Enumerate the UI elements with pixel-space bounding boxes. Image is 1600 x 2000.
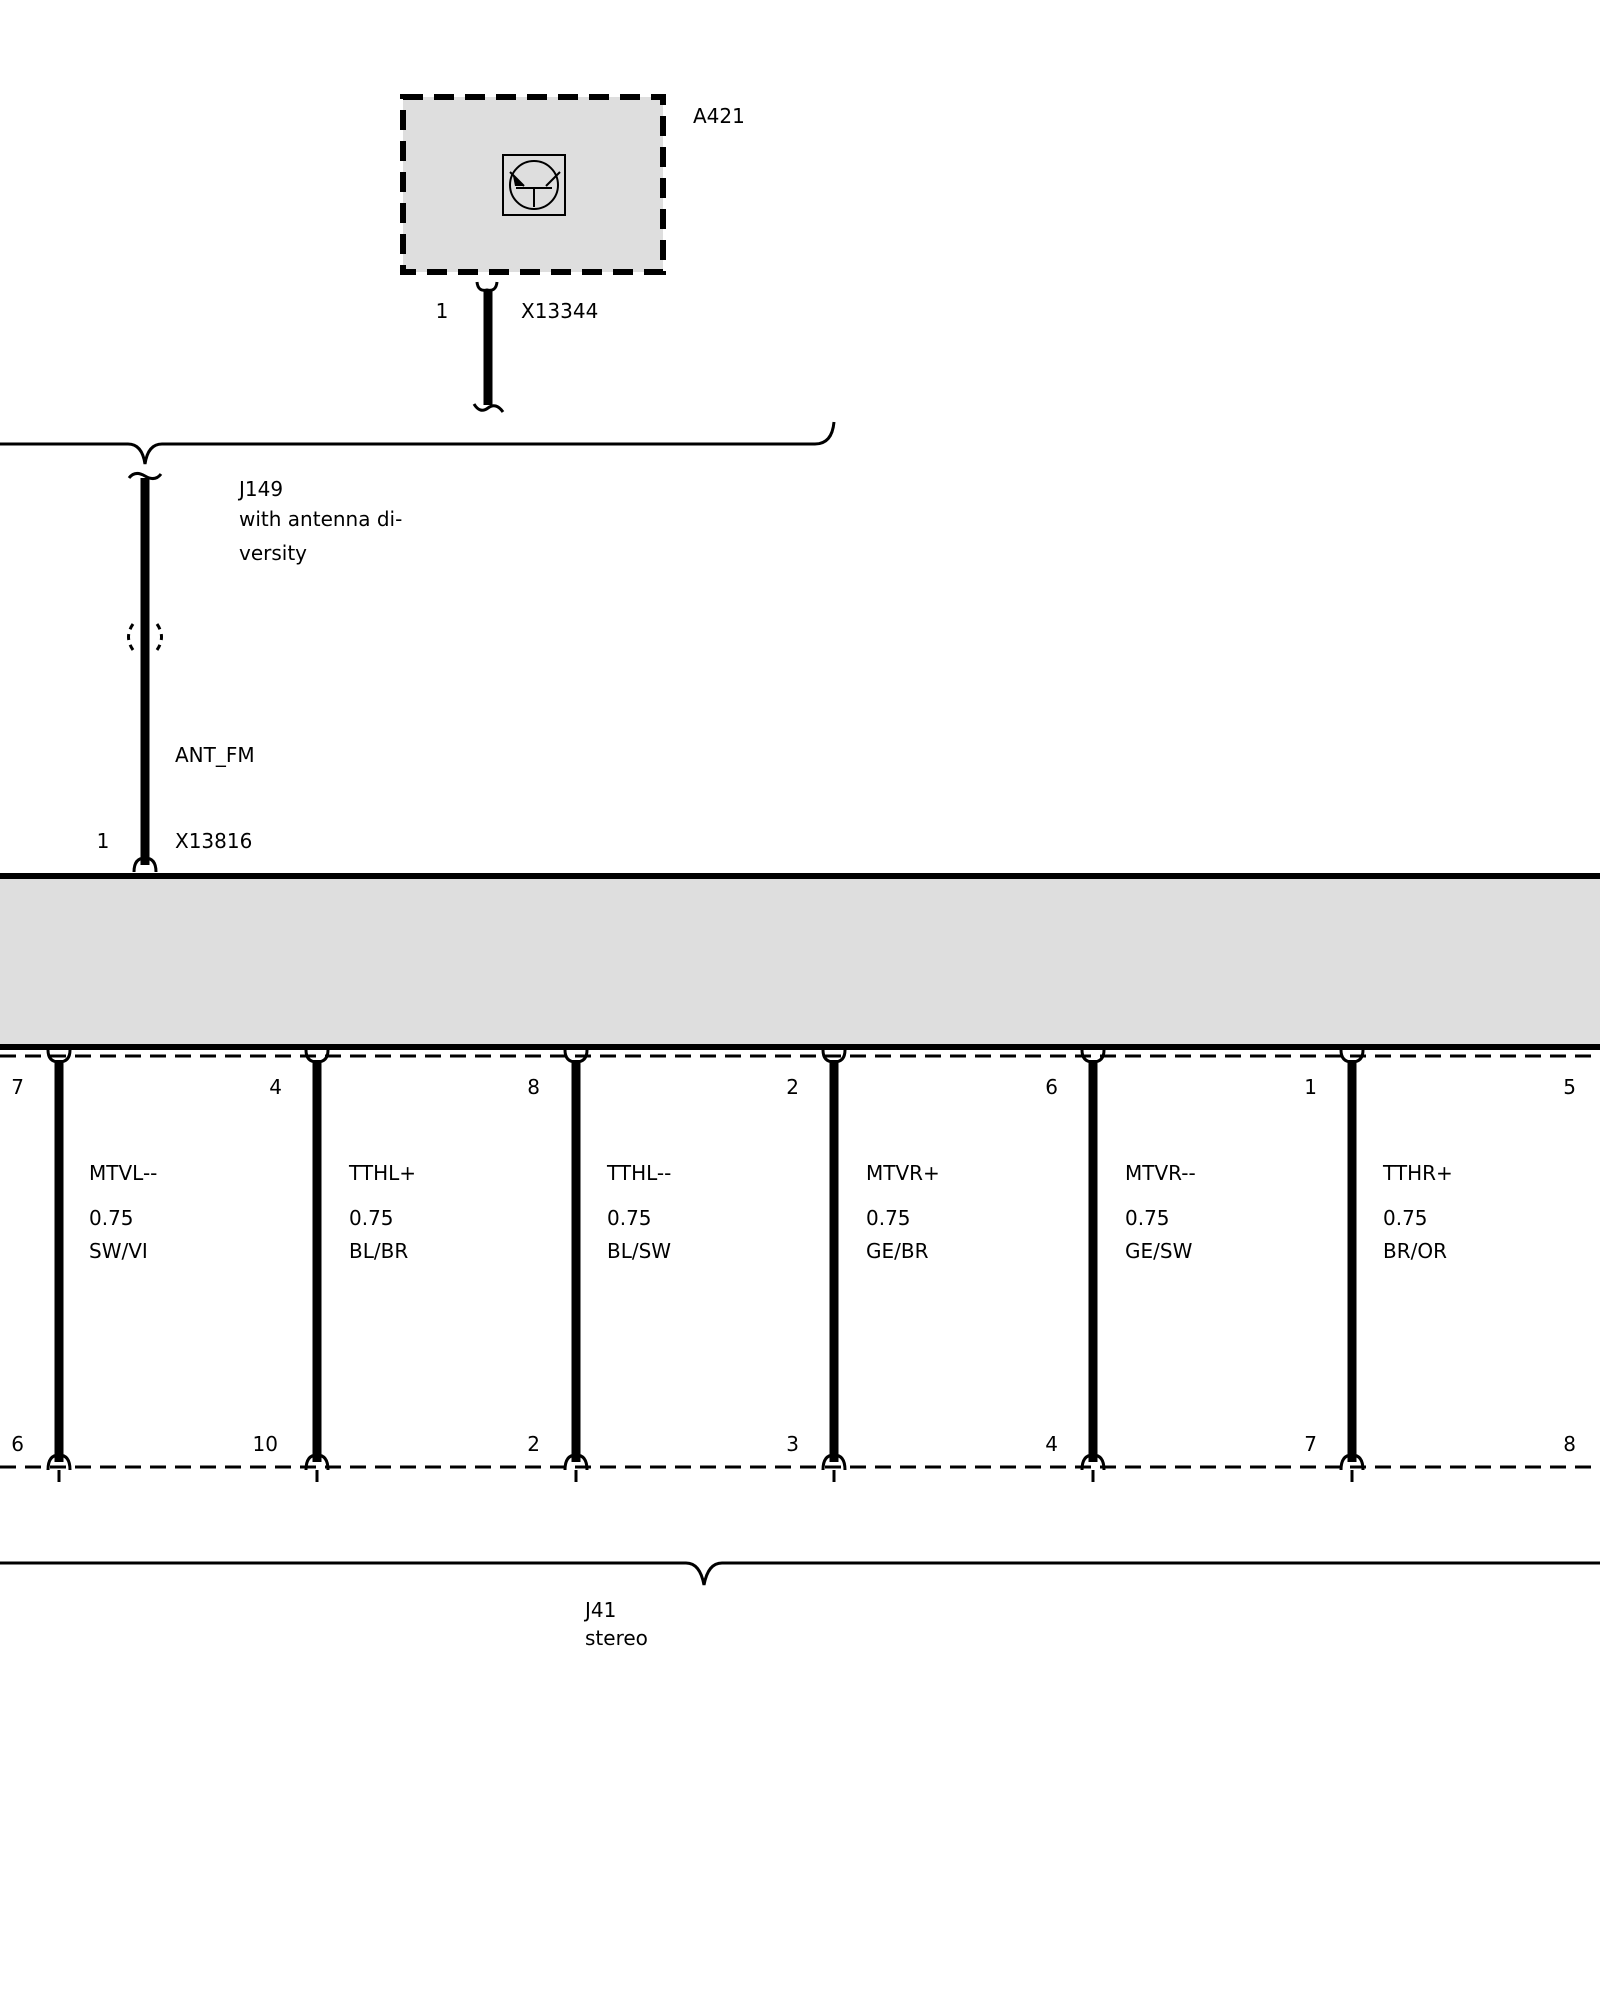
top-pin-label: 2: [786, 1075, 799, 1099]
gauge-label: 0.75: [607, 1206, 652, 1230]
signal-label: MTVR+: [866, 1161, 940, 1185]
pin-label: 1: [97, 829, 110, 853]
bottom-pin-label: 3: [786, 1432, 799, 1456]
gauge-label: 0.75: [1125, 1206, 1170, 1230]
signal-label: TTHL--: [606, 1161, 671, 1185]
color-label: GE/BR: [866, 1239, 929, 1263]
connector-x13344[interactable]: 1 X13344: [436, 281, 599, 413]
top-pin-label: 5: [1563, 1075, 1576, 1099]
variant-id-label: J41: [583, 1598, 616, 1622]
wire-1[interactable]: 4 10 TTHL+ 0.75 BL/BR: [253, 1049, 416, 1482]
signal-label: ANT_FM: [175, 743, 255, 767]
top-pin-label: 1: [1304, 1075, 1317, 1099]
pin-label: 1: [436, 299, 449, 323]
color-label: BR/OR: [1383, 1239, 1447, 1263]
gauge-label: 0.75: [1383, 1206, 1428, 1230]
wire-6-partial: 5 8: [1563, 1075, 1576, 1456]
antenna-module[interactable]: A421: [400, 94, 745, 275]
transistor-icon: [502, 154, 566, 216]
bottom-pin-label: 8: [1563, 1432, 1576, 1456]
color-label: BL/BR: [349, 1239, 408, 1263]
variant-bracket-j149: J149 with antenna di- versity: [0, 421, 836, 565]
color-label: SW/VI: [89, 1239, 148, 1263]
variant-desc-line1: with antenna di-: [239, 507, 402, 531]
signal-label: MTVR--: [1125, 1161, 1196, 1185]
top-pin-label: 6: [1045, 1075, 1058, 1099]
variant-desc-label: stereo: [585, 1626, 648, 1650]
gauge-label: 0.75: [866, 1206, 911, 1230]
wire-3[interactable]: 2 3 MTVR+ 0.75 GE/BR: [786, 1049, 940, 1482]
bottom-pin-label: 7: [1304, 1432, 1317, 1456]
module-id-label: A421: [693, 104, 745, 128]
bottom-pin-label: 2: [527, 1432, 540, 1456]
bottom-pin-label: 10: [253, 1432, 278, 1456]
variant-id-label: J149: [237, 477, 283, 501]
color-label: GE/SW: [1125, 1239, 1193, 1263]
signal-label: TTHR+: [1382, 1161, 1453, 1185]
color-label: BL/SW: [607, 1239, 671, 1263]
wire-2[interactable]: 8 2 TTHL-- 0.75 BL/SW: [527, 1049, 671, 1482]
bottom-pin-label: 6: [11, 1432, 24, 1456]
top-pin-label: 8: [527, 1075, 540, 1099]
antenna-wire-ant-fm[interactable]: ANT_FM 1 X13816: [97, 471, 255, 873]
top-pin-label: 7: [11, 1075, 24, 1099]
variant-desc-line2: versity: [239, 541, 307, 565]
signal-label: TTHL+: [348, 1161, 416, 1185]
variant-bracket-j41: J41 stereo: [0, 1561, 1600, 1650]
bottom-pin-label: 4: [1045, 1432, 1058, 1456]
gauge-label: 0.75: [349, 1206, 394, 1230]
connector-label: X13344: [521, 299, 598, 323]
signal-label: MTVL--: [89, 1161, 157, 1185]
gauge-label: 0.75: [89, 1206, 134, 1230]
top-pin-label: 4: [269, 1075, 282, 1099]
wire-4[interactable]: 6 4 MTVR-- 0.75 GE/SW: [1045, 1049, 1196, 1482]
wire-5[interactable]: 1 7 TTHR+ 0.75 BR/OR: [1304, 1049, 1453, 1482]
control-unit[interactable]: [0, 873, 1600, 1050]
connector-label: X13816: [175, 829, 252, 853]
wire-mtvl-minus[interactable]: 7 6 MTVL-- 0.75 SW/VI: [11, 1049, 157, 1482]
